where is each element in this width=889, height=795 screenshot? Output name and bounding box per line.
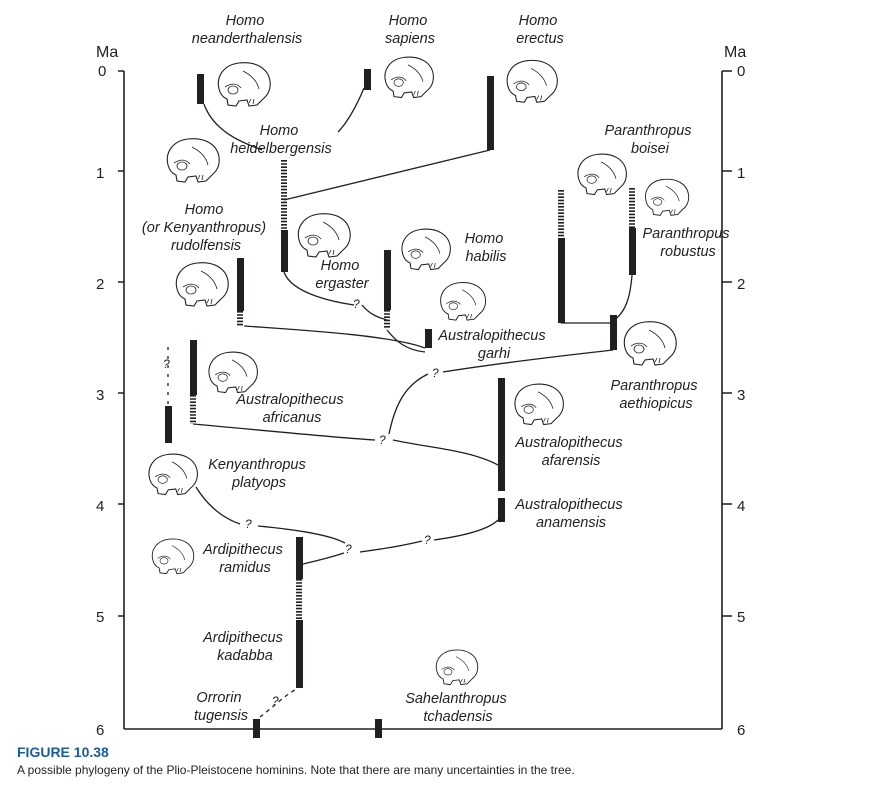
left-tick-label: 2 <box>96 276 104 293</box>
label-homo-heidelbergensis: Homo heidelbergensis <box>230 123 332 157</box>
uncertainty-marks: ? ? ? ? ? ? ? ? <box>163 297 439 708</box>
hominin-skull-icon <box>577 153 627 196</box>
question-mark: ? <box>345 542 352 556</box>
hominin-skull-icon <box>151 538 195 575</box>
right-tick-label: 0 <box>737 63 745 80</box>
left-tick-label: 5 <box>96 609 104 626</box>
hominin-skull-icon <box>217 62 271 107</box>
right-tick-label: 6 <box>737 722 745 739</box>
label-ardipithecus-kadabba: Ardipithecus kadabba <box>202 630 287 664</box>
right-axis-title: Ma <box>724 44 746 61</box>
right-tick-label: 3 <box>737 387 745 404</box>
label-homo-rudolfensis: Homo (or Kenyanthropus) rudolfensis <box>142 202 270 254</box>
hominin-skull-icon <box>506 59 558 103</box>
label-ardipithecus-ramidus: Ardipithecus ramidus <box>202 542 287 576</box>
right-tick-label: 2 <box>737 276 745 293</box>
left-tick-label: 3 <box>96 387 104 404</box>
right-tick-label: 5 <box>737 609 745 626</box>
left-tick-label: 6 <box>96 722 104 739</box>
right-tick-label: 4 <box>737 498 745 515</box>
question-mark: ? <box>424 533 431 547</box>
left-tick-label: 4 <box>96 498 104 515</box>
label-australopithecus-garhi: Australopithecus garhi <box>437 328 549 362</box>
question-mark: ? <box>245 517 252 531</box>
label-homo-neanderthalensis: Homo neanderthalensis <box>192 13 302 47</box>
label-orrorin-tugensis: Orrorin tugensis <box>194 690 248 724</box>
question-mark: ? <box>379 433 386 447</box>
hominin-skull-icon <box>514 383 564 426</box>
left-axis-title: Ma <box>96 44 118 61</box>
hominin-skull-icon <box>175 262 229 307</box>
label-kenyanthropus-platyops: Kenyanthropus platyops <box>208 457 310 491</box>
right-axis: Ma 0 1 2 3 4 5 6 <box>721 44 746 739</box>
label-australopithecus-afarensis: Australopithecus afarensis <box>514 435 626 469</box>
hominin-skull-icon <box>435 649 479 686</box>
left-tick-label: 0 <box>98 63 106 80</box>
label-australopithecus-anamensis: Australopithecus anamensis <box>514 497 626 531</box>
hominin-skull-icon <box>297 213 351 258</box>
hominin-skull-icon <box>401 228 451 271</box>
hominin-skull-icon <box>623 321 677 366</box>
branch-lines <box>192 87 633 718</box>
question-mark: ? <box>163 357 170 371</box>
label-homo-habilis: Homo habilis <box>465 231 508 265</box>
label-homo-ergaster: Homo ergaster <box>315 258 369 292</box>
label-homo-sapiens: Homo sapiens <box>385 13 435 47</box>
label-paranthropus-robustus: Paranthropus robustus <box>642 226 733 260</box>
left-axis: Ma 0 1 2 3 4 5 6 <box>96 44 125 739</box>
left-tick-label: 1 <box>96 165 104 182</box>
hominin-skull-icon <box>384 56 434 99</box>
time-range-bars <box>165 69 636 738</box>
question-mark: ? <box>353 297 360 311</box>
question-mark: ? <box>432 366 439 380</box>
hominin-skull-icon <box>440 282 487 321</box>
right-tick-label: 1 <box>737 165 745 182</box>
question-mark: ? <box>272 694 279 708</box>
hominin-skull-icon <box>148 453 198 496</box>
label-homo-erectus: Homo erectus <box>516 13 564 47</box>
hominin-skull-icon <box>644 178 690 216</box>
species-labels: Homo neanderthalensis Homo sapiens Homo … <box>142 13 733 725</box>
hominin-skull-icon <box>208 351 258 394</box>
hominin-skull-icon <box>166 138 220 183</box>
figure-caption-title: FIGURE 10.38 <box>17 744 109 760</box>
label-paranthropus-aethiopicus: Paranthropus aethiopicus <box>610 378 701 412</box>
label-sahelanthropus-tchadensis: Sahelanthropus tchadensis <box>405 691 511 725</box>
label-paranthropus-boisei: Paranthropus boisei <box>604 123 695 157</box>
figure-caption-text: A possible phylogeny of the Plio-Pleisto… <box>17 763 575 777</box>
label-australopithecus-africanus: Australopithecus africanus <box>235 392 347 426</box>
